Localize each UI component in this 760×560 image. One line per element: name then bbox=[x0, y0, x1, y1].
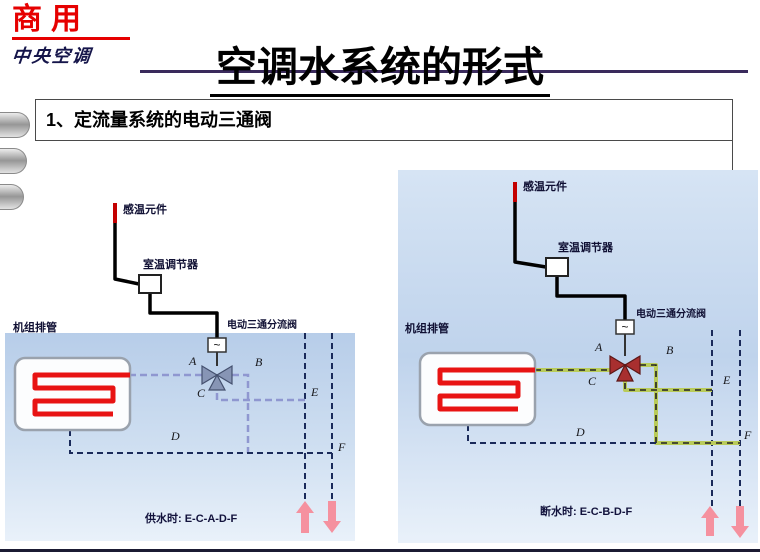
valve-left-port bbox=[201, 364, 219, 386]
valve-bottom-port bbox=[616, 363, 634, 382]
wire-sensor-to-thermostat bbox=[513, 200, 547, 269]
brand-underline bbox=[12, 36, 130, 40]
branch-pipes bbox=[130, 373, 305, 453]
thermostat-label: 室温调节器 bbox=[143, 257, 199, 271]
valve-left-port bbox=[609, 354, 627, 376]
brand-name-bottom: 中央空调 bbox=[10, 45, 93, 66]
active-flow-dash-overlay bbox=[535, 364, 740, 444]
section-heading-box: 1、定流量系统的电动三通阀 bbox=[35, 99, 733, 141]
coil-tubes bbox=[437, 367, 535, 412]
slide-bottom-rule bbox=[0, 549, 760, 552]
thermostat-wiring bbox=[113, 221, 219, 338]
port-e-label: E bbox=[310, 385, 319, 399]
coil-label: 机组排管 bbox=[13, 320, 57, 334]
decoration-cylinder-3 bbox=[0, 184, 24, 210]
port-a-label: A bbox=[188, 354, 197, 368]
port-d-label: D bbox=[575, 425, 585, 439]
coil-label: 机组排管 bbox=[405, 321, 449, 335]
pipe-e-to-c bbox=[215, 385, 305, 402]
actuator-symbol: ~ bbox=[213, 338, 220, 352]
decoration-cylinder-1 bbox=[0, 112, 30, 138]
port-d-label: D bbox=[170, 429, 180, 443]
valve-bottom-port bbox=[208, 373, 226, 391]
flow-arrows bbox=[296, 501, 341, 533]
diagram-supply-state: ~ 感温元件 室温调节器 电动三通分流阀 机组排管 A B C D E F 供水… bbox=[5, 202, 355, 541]
page-title: 空调水系统的形式 bbox=[210, 33, 550, 97]
port-c-label: C bbox=[588, 374, 597, 388]
flow-note: 供水时: E-C-A-D-F bbox=[144, 511, 238, 525]
title-accent-line bbox=[140, 70, 748, 73]
port-f-label: F bbox=[743, 428, 752, 442]
thermostat-label: 室温调节器 bbox=[558, 240, 614, 254]
pipe-b-bypass bbox=[232, 373, 250, 453]
wire-sensor-to-thermostat bbox=[113, 221, 140, 286]
three-way-valve bbox=[609, 354, 641, 382]
port-e-label: E bbox=[722, 373, 731, 387]
section-heading: 1、定流量系统的电动三通阀 bbox=[46, 110, 273, 130]
valve-right-port bbox=[623, 354, 641, 376]
riser-pipes bbox=[711, 330, 741, 510]
decoration-cylinder-2 bbox=[0, 148, 27, 174]
coil-unit bbox=[418, 351, 537, 427]
flow-note: 断水时: E-C-B-D-F bbox=[540, 504, 633, 518]
port-c-label: C bbox=[197, 386, 206, 400]
coil-unit bbox=[13, 356, 132, 432]
arrow-down-icon bbox=[323, 501, 341, 533]
valve-label: 电动三通分流阀 bbox=[227, 318, 297, 331]
riser-pipes bbox=[304, 333, 333, 501]
three-way-valve bbox=[201, 364, 233, 391]
port-b-label: B bbox=[255, 355, 263, 369]
valve-label: 电动三通分流阀 bbox=[636, 307, 706, 320]
thermostat-box bbox=[138, 274, 162, 294]
port-f-label: F bbox=[337, 440, 346, 454]
port-a-label: A bbox=[594, 340, 603, 354]
thermostat-wiring bbox=[513, 200, 627, 320]
actuator-symbol: ~ bbox=[621, 320, 628, 334]
thermostat-box bbox=[545, 257, 569, 277]
pipe-d-return bbox=[69, 430, 332, 454]
dash-b bbox=[640, 364, 740, 444]
section-box-stub-line bbox=[732, 141, 733, 177]
port-b-label: B bbox=[666, 343, 674, 357]
wire-thermostat-to-actuator bbox=[555, 276, 627, 320]
arrow-up-icon bbox=[701, 506, 719, 536]
arrow-down-icon bbox=[731, 506, 749, 538]
arrow-up-icon bbox=[296, 501, 314, 533]
brand-name-top: 商用 bbox=[12, 3, 90, 36]
dash-e bbox=[624, 381, 712, 391]
flow-arrows bbox=[701, 506, 749, 538]
brand-logo: 商用 中央空调 bbox=[10, 3, 130, 68]
sensor-label: 感温元件 bbox=[523, 179, 567, 193]
diagram-bypass-state: ~ 感温元件 室温调节器 电动三通分流阀 机组排管 A B C D E F 断水… bbox=[398, 170, 758, 543]
sensor-label: 感温元件 bbox=[123, 202, 167, 216]
wire-thermostat-to-actuator bbox=[148, 293, 219, 338]
coil-tubes bbox=[32, 372, 130, 417]
pipe-d-return bbox=[467, 425, 656, 444]
valve-right-port bbox=[215, 364, 233, 386]
